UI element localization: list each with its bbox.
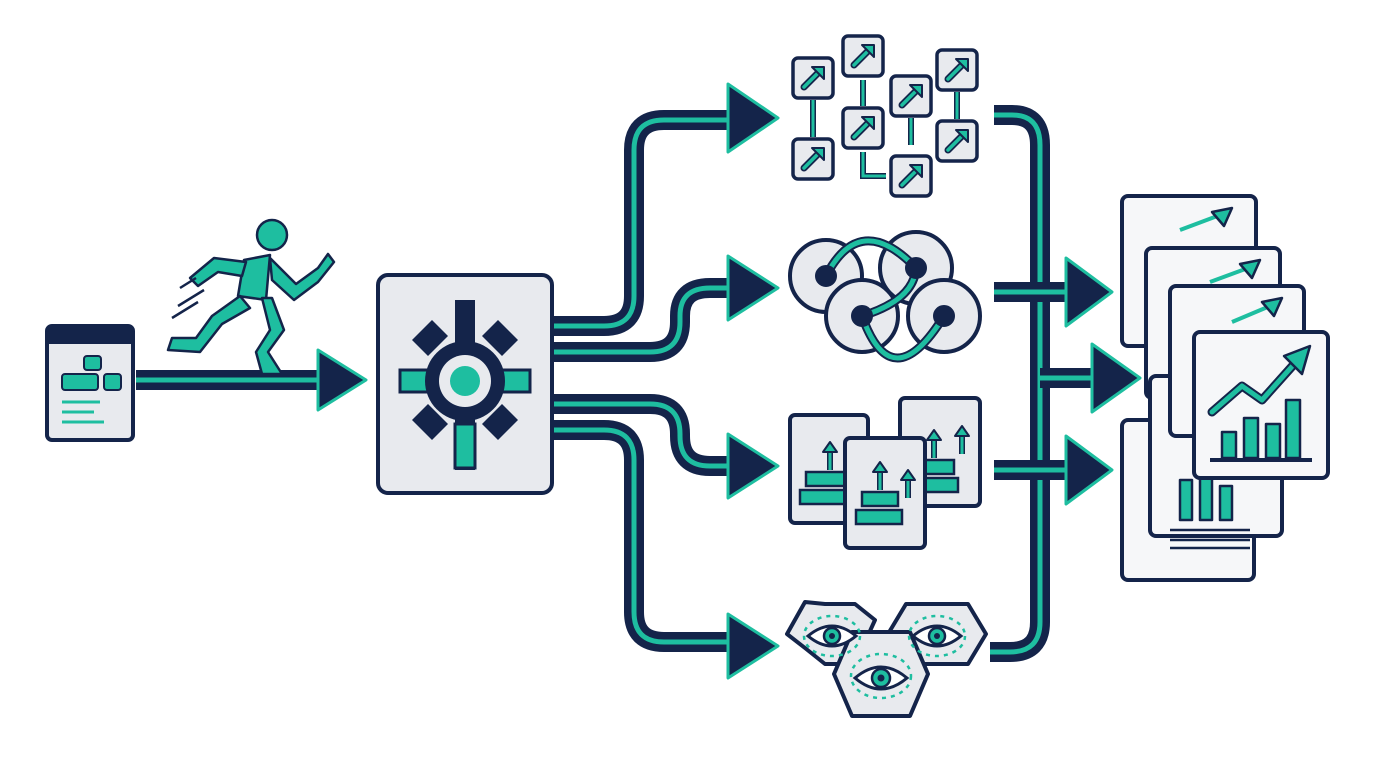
arrowhead-to-eyes — [726, 612, 780, 680]
gear-icon — [398, 300, 532, 470]
eye-icon — [785, 600, 988, 718]
arrowhead-to-grid — [726, 82, 780, 154]
step-chart-icon — [788, 396, 982, 550]
edge-processor-to-circles — [554, 278, 735, 362]
arrowheads — [316, 82, 1142, 680]
connectors — [136, 105, 1100, 662]
running-person-icon — [166, 218, 336, 376]
growth-chart-icon — [1120, 194, 1330, 582]
edge-processor-to-grid — [554, 110, 735, 336]
arrowhead-to-circles — [726, 254, 780, 322]
arrowhead-to-processor — [316, 348, 368, 412]
edge-processor-to-eyes — [554, 420, 735, 652]
edge-eyes-to-reports — [990, 380, 1050, 662]
arrowhead-reports-mid — [1090, 342, 1142, 414]
arrowhead-reports-bottom — [1064, 434, 1114, 506]
edge-processor-to-steps — [554, 394, 735, 476]
linked-circles-icon — [788, 230, 982, 363]
arrow-grid-icon — [793, 36, 977, 196]
processor-box — [376, 273, 554, 495]
arrowhead-to-steps — [726, 432, 780, 500]
arrowhead-reports-top — [1064, 256, 1114, 328]
edge-grid-to-reports — [994, 105, 1050, 380]
document-icon — [45, 324, 135, 442]
